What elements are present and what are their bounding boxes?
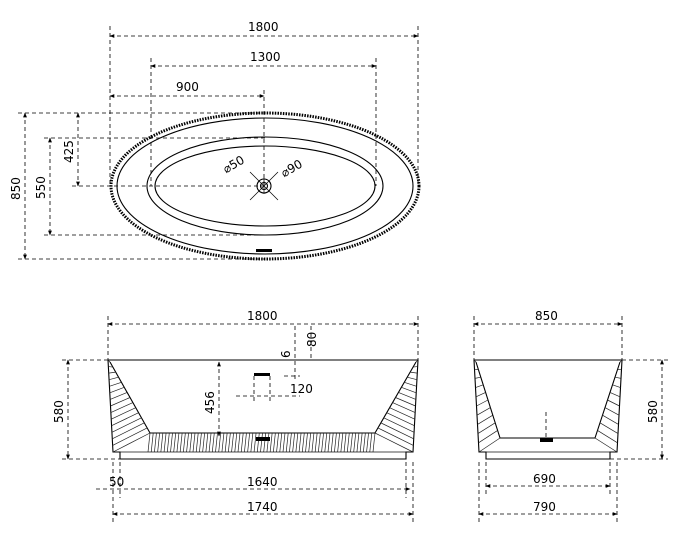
side-ribs-left: [473, 359, 501, 453]
base-offset-50: 50: [109, 475, 124, 489]
top-length-900: 900: [176, 80, 199, 94]
front-height-580: 580: [52, 400, 66, 423]
front-inner-basin: [109, 361, 417, 434]
top-basin-inner: [154, 145, 376, 227]
side-ribs-right: [594, 359, 623, 453]
side-drain: [540, 438, 553, 442]
front-depth-456: 456: [203, 391, 217, 414]
front-ribs-left: [107, 359, 151, 453]
top-width-550: 550: [34, 176, 48, 199]
top-overflow-slot: [256, 249, 272, 252]
top-width-850: 850: [9, 177, 23, 200]
base-length-1640: 1640: [247, 475, 278, 489]
side-height-580: 580: [646, 400, 660, 423]
side-body-outline: [473, 359, 623, 460]
front-length-1800: 1800: [247, 309, 278, 323]
overflow-width-120: 120: [290, 382, 313, 396]
front-plinth: [119, 451, 407, 460]
total-base-1740: 1740: [247, 500, 278, 514]
front-view: 1800 580 456 6 80 120 50 1640 1740: [52, 309, 419, 522]
front-ribs-right: [374, 359, 419, 453]
side-plinth: [485, 451, 611, 460]
overflow-offset-80: 80: [305, 332, 319, 347]
top-length-1800: 1800: [248, 20, 279, 34]
top-length-1300: 1300: [250, 50, 281, 64]
side-view: 850 580 690 790: [473, 309, 668, 522]
side-width-850: 850: [535, 309, 558, 323]
drain-dia-50-label: ⌀50: [220, 153, 246, 176]
overflow-offset-6: 6: [279, 350, 293, 358]
top-view: ⌀50 ⌀90 1800 1300 900 850 550 425: [9, 20, 421, 261]
front-drain: [256, 437, 270, 441]
front-overflow: [254, 373, 270, 376]
top-width-425: 425: [62, 140, 76, 163]
side-inner-basin: [475, 361, 621, 439]
top-basin-outer: [146, 136, 384, 236]
drain-dia-90-label: ⌀90: [278, 157, 304, 180]
side-foot-790: 790: [533, 500, 556, 514]
front-ribs-bottom: [147, 432, 376, 453]
side-base-690: 690: [533, 472, 556, 486]
